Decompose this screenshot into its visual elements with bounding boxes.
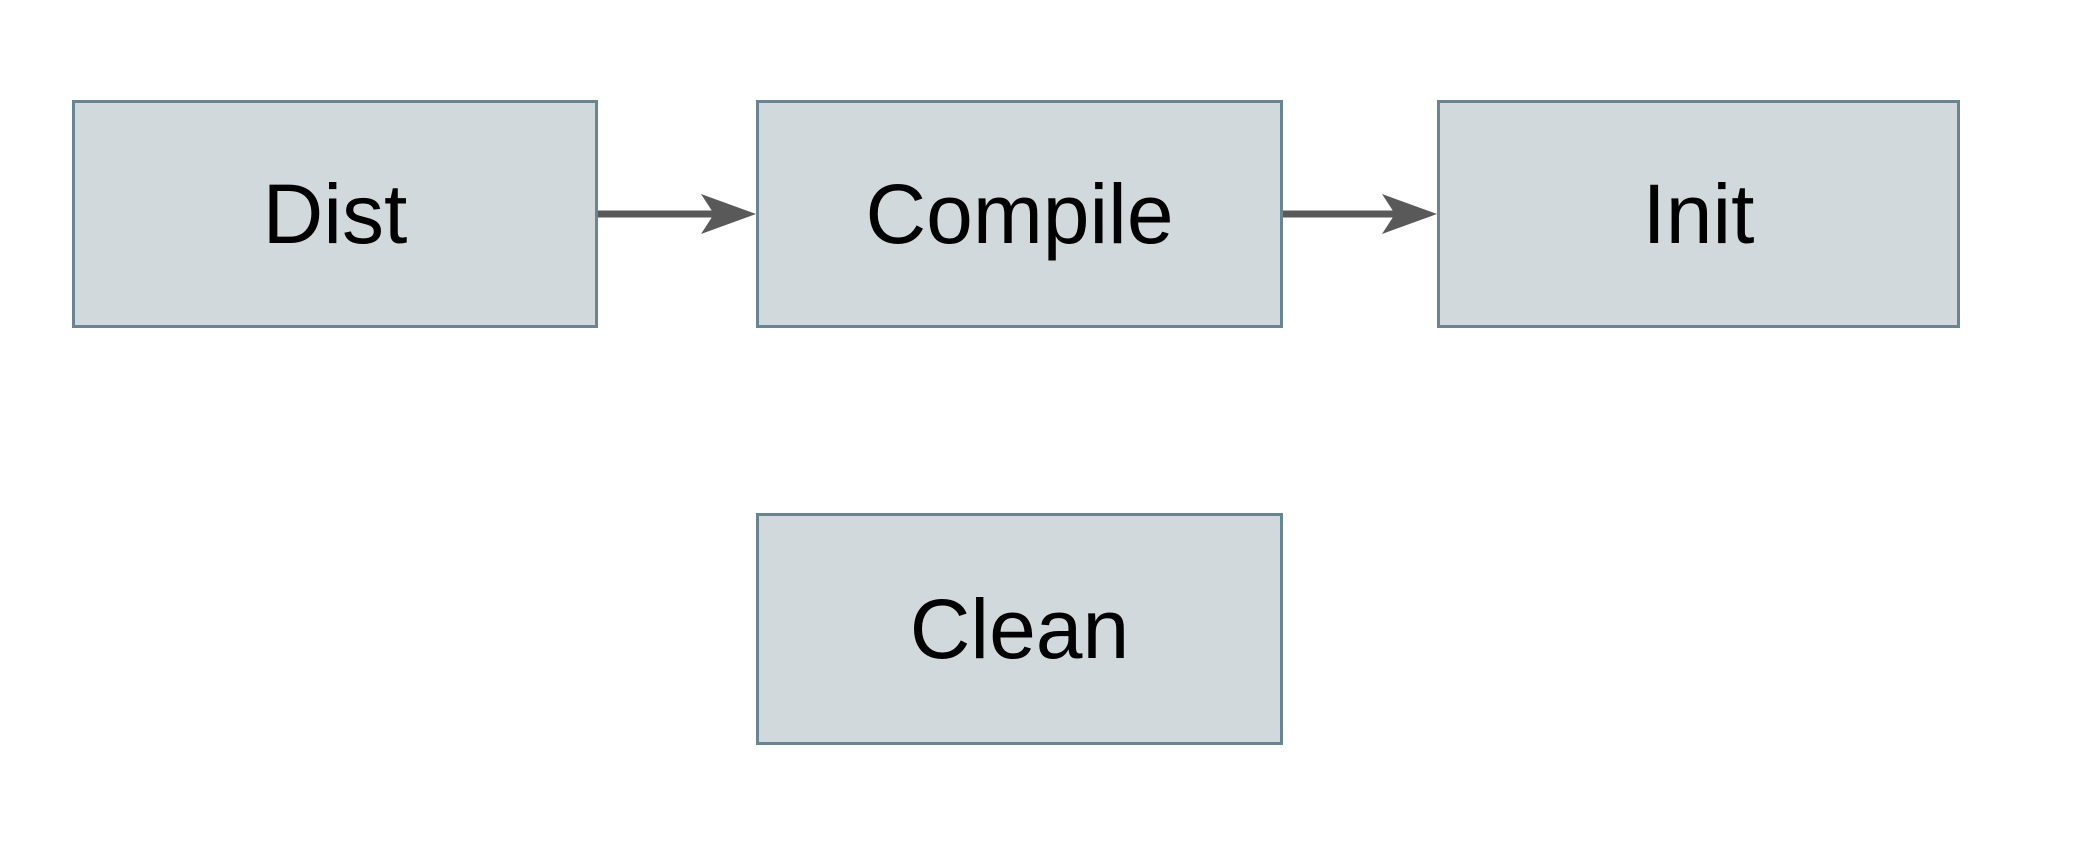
arrow-dist-to-compile <box>598 194 756 234</box>
node-label-clean: Clean <box>909 582 1130 676</box>
arrow-head-icon <box>1382 194 1437 234</box>
flowchart-node-compile: Compile <box>756 100 1283 328</box>
node-label-dist: Dist <box>262 167 408 261</box>
arrow-head-icon <box>701 194 756 234</box>
node-label-init: Init <box>1642 167 1755 261</box>
flowchart-node-init: Init <box>1437 100 1960 328</box>
node-label-compile: Compile <box>865 167 1174 261</box>
arrow-compile-to-init <box>1283 194 1437 234</box>
flowchart-node-clean: Clean <box>756 513 1283 745</box>
flowchart-node-dist: Dist <box>72 100 598 328</box>
